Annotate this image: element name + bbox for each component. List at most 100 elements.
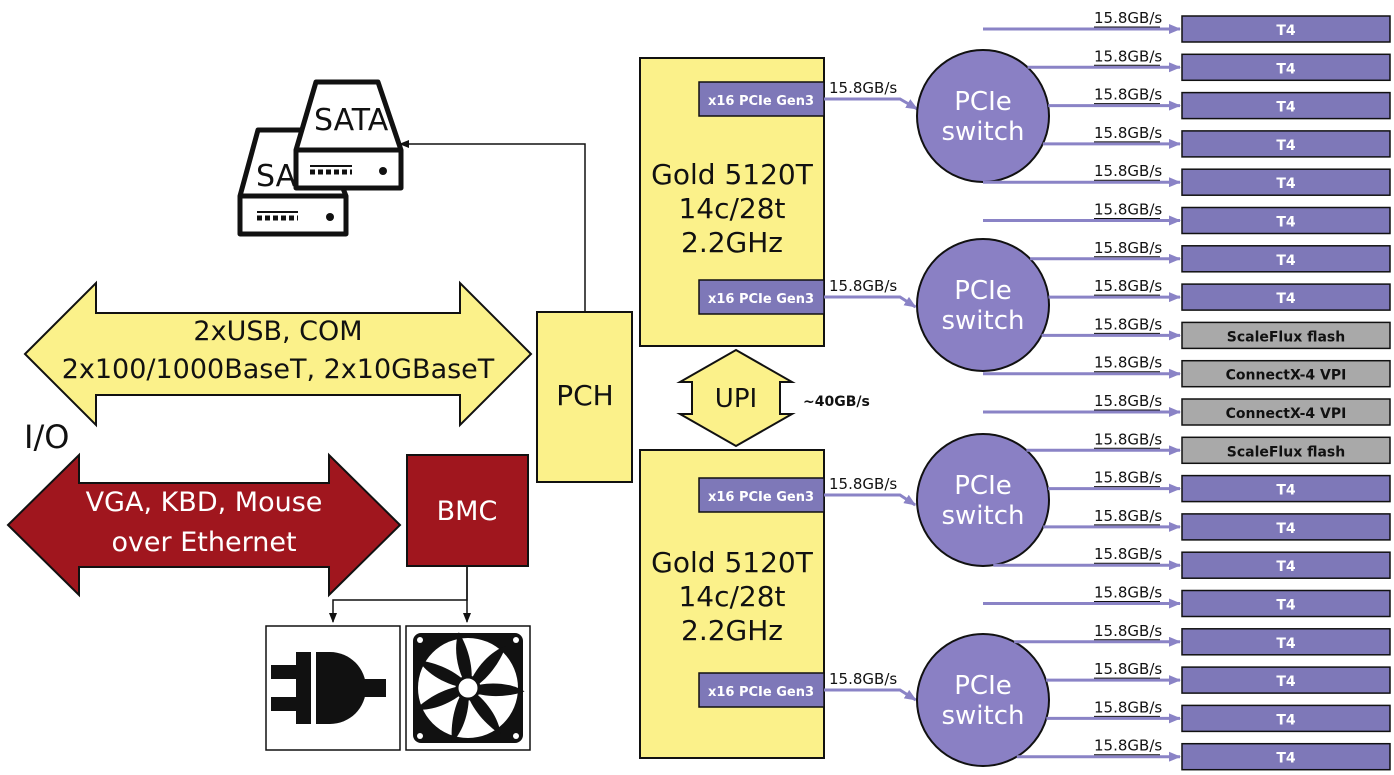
card-2-label: T4: [1276, 61, 1296, 77]
uplink-4: [824, 688, 917, 702]
pcie-cards: 15.8GB/sT415.8GB/sT415.8GB/sT415.8GB/sT4…: [983, 9, 1391, 771]
card-16-label: T4: [1276, 598, 1296, 614]
cpu-1-port-1: [698, 81, 825, 117]
card-16: [1181, 589, 1391, 618]
card-12-label: ScaleFlux flash: [1227, 444, 1345, 460]
card-5-bandwidth: 15.8GB/s: [1094, 162, 1162, 180]
card-4-bandwidth: 15.8GB/s: [1094, 124, 1162, 142]
cpu-1-port-1-label: x16 PCIe Gen3: [708, 94, 814, 109]
card-4: [1181, 130, 1391, 158]
card-13-label: T4: [1276, 483, 1296, 499]
bmc-power-link: [329, 566, 468, 623]
card-16-bandwidth: 15.8GB/s: [1094, 584, 1162, 602]
upi-link: [676, 348, 796, 448]
power-plug-icon: [265, 625, 401, 751]
card-7: [1181, 245, 1391, 273]
card-15-bandwidth: 15.8GB/s: [1094, 545, 1162, 563]
card-15-label: T4: [1276, 559, 1296, 575]
card-14: [1181, 513, 1391, 541]
card-17: [1181, 628, 1391, 656]
card-3-bandwidth: 15.8GB/s: [1094, 86, 1162, 104]
card-19-bandwidth: 15.8GB/s: [1094, 698, 1162, 716]
sata-front-label: SATA: [314, 103, 389, 138]
card-20-bandwidth: 15.8GB/s: [1094, 737, 1162, 755]
card-5: [1181, 168, 1391, 196]
card-1: [1181, 15, 1391, 43]
uplink-3: [824, 493, 917, 507]
pcie-switch-3: [916, 433, 1050, 567]
io-yellow-arrow: [23, 280, 533, 428]
fan-icon: [405, 625, 531, 751]
card-11-label: ConnectX-4 VPI: [1226, 406, 1347, 422]
cpu-1-port-2-label: x16 PCIe Gen3: [708, 292, 814, 307]
card-3-label: T4: [1276, 100, 1296, 116]
card-3: [1181, 91, 1391, 120]
card-2: [1181, 53, 1391, 82]
card-1-bandwidth: 15.8GB/s: [1094, 9, 1162, 27]
pch-sata-link: [399, 140, 586, 312]
sata-back-label: SA: [256, 159, 297, 194]
uplink-2-bandwidth: 15.8GB/s: [829, 277, 897, 295]
card-18-label: T4: [1276, 674, 1296, 690]
pcie-switch-4: [916, 633, 1050, 767]
card-11-bandwidth: 15.8GB/s: [1094, 392, 1162, 410]
card-17-bandwidth: 15.8GB/s: [1094, 622, 1162, 640]
card-18: [1181, 666, 1391, 694]
card-18-bandwidth: 15.8GB/s: [1094, 660, 1162, 678]
card-19: [1181, 704, 1391, 733]
card-8: [1181, 283, 1391, 311]
bmc-block: [406, 454, 529, 567]
uplink-2: [824, 295, 917, 309]
card-6: [1181, 206, 1391, 235]
card-15: [1181, 551, 1391, 579]
card-5-label: T4: [1276, 176, 1296, 192]
uplink-4-bandwidth: 15.8GB/s: [829, 670, 897, 688]
card-6-label: T4: [1276, 215, 1296, 231]
card-8-label: T4: [1276, 291, 1296, 307]
card-12: [1181, 436, 1391, 465]
card-9-bandwidth: 15.8GB/s: [1094, 315, 1162, 333]
card-20: [1181, 742, 1391, 771]
card-20-label: T4: [1276, 751, 1296, 767]
card-7-bandwidth: 15.8GB/s: [1094, 239, 1162, 257]
card-17-label: T4: [1276, 636, 1296, 652]
sata-disk-front-icon: SATA: [293, 79, 404, 191]
card-8-bandwidth: 15.8GB/s: [1094, 277, 1162, 295]
pch-block: [536, 311, 633, 483]
card-7-label: T4: [1276, 253, 1296, 269]
card-4-label: T4: [1276, 138, 1296, 154]
card-12-bandwidth: 15.8GB/s: [1094, 430, 1162, 448]
io-red-arrow: [6, 452, 402, 598]
uplink-3-bandwidth: 15.8GB/s: [829, 475, 897, 493]
card-10-bandwidth: 15.8GB/s: [1094, 354, 1162, 372]
bmc-label: BMC: [437, 496, 498, 527]
uplink-1-bandwidth: 15.8GB/s: [829, 79, 897, 97]
card-14-label: T4: [1276, 521, 1296, 537]
card-10-label: ConnectX-4 VPI: [1226, 368, 1347, 384]
card-10: [1181, 359, 1391, 388]
pcie-switch-2: [916, 238, 1050, 372]
card-13: [1181, 474, 1391, 503]
io-label: I/O: [24, 418, 69, 456]
card-19-label: T4: [1276, 712, 1296, 728]
card-9-label: ScaleFlux flash: [1227, 329, 1345, 345]
card-13-bandwidth: 15.8GB/s: [1094, 469, 1162, 487]
pch-label: PCH: [556, 379, 614, 412]
cpu-2-port-2-label: x16 PCIe Gen3: [708, 685, 814, 700]
card-11: [1181, 398, 1391, 426]
card-14-bandwidth: 15.8GB/s: [1094, 507, 1162, 525]
cpu-switch-uplinks: 15.8GB/s 15.8GB/s 15.8GB/s 15.8GB/s: [824, 79, 919, 702]
card-9: [1181, 321, 1391, 350]
upi-bandwidth: ~40GB/s: [803, 394, 870, 410]
